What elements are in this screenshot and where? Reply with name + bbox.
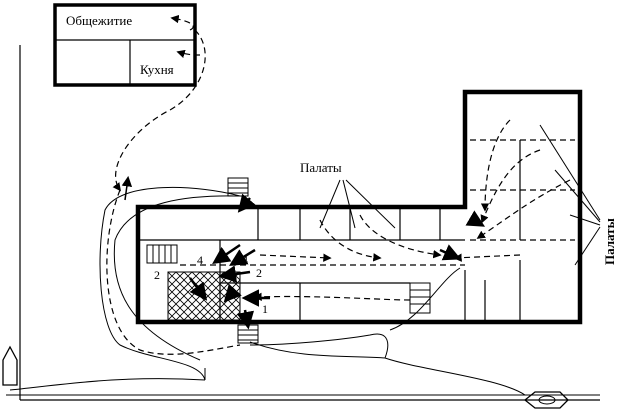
stairs-left	[146, 244, 178, 264]
wards-top-callout: Палаты	[300, 160, 396, 229]
evacuation-routes	[106, 14, 571, 355]
stretcher-bottom-icon	[237, 324, 259, 344]
marker-2-left: 2	[154, 268, 160, 282]
dormitory-building: Общежитие Кухня	[53, 3, 197, 87]
dormitory-label: Общежитие	[66, 13, 132, 28]
wards-top-label: Палаты	[300, 160, 342, 175]
wards-right-label: Палаты	[602, 218, 617, 265]
boat-left-icon	[2, 345, 18, 386]
wards-right-callout: Палаты	[539, 124, 617, 266]
marker-1: 1	[262, 302, 268, 316]
marker-2-right: 2	[256, 266, 262, 280]
corridor-arrows	[121, 175, 486, 330]
marker-4-right: 4	[242, 253, 248, 267]
vehicle-routes	[9, 186, 526, 396]
numeric-markers: 1 2 2 4 4	[154, 253, 268, 316]
site-boundary	[6, 45, 600, 401]
boat-right-icon	[523, 391, 585, 409]
marker-4-left: 4	[197, 253, 203, 267]
kitchen-label: Кухня	[140, 62, 174, 77]
